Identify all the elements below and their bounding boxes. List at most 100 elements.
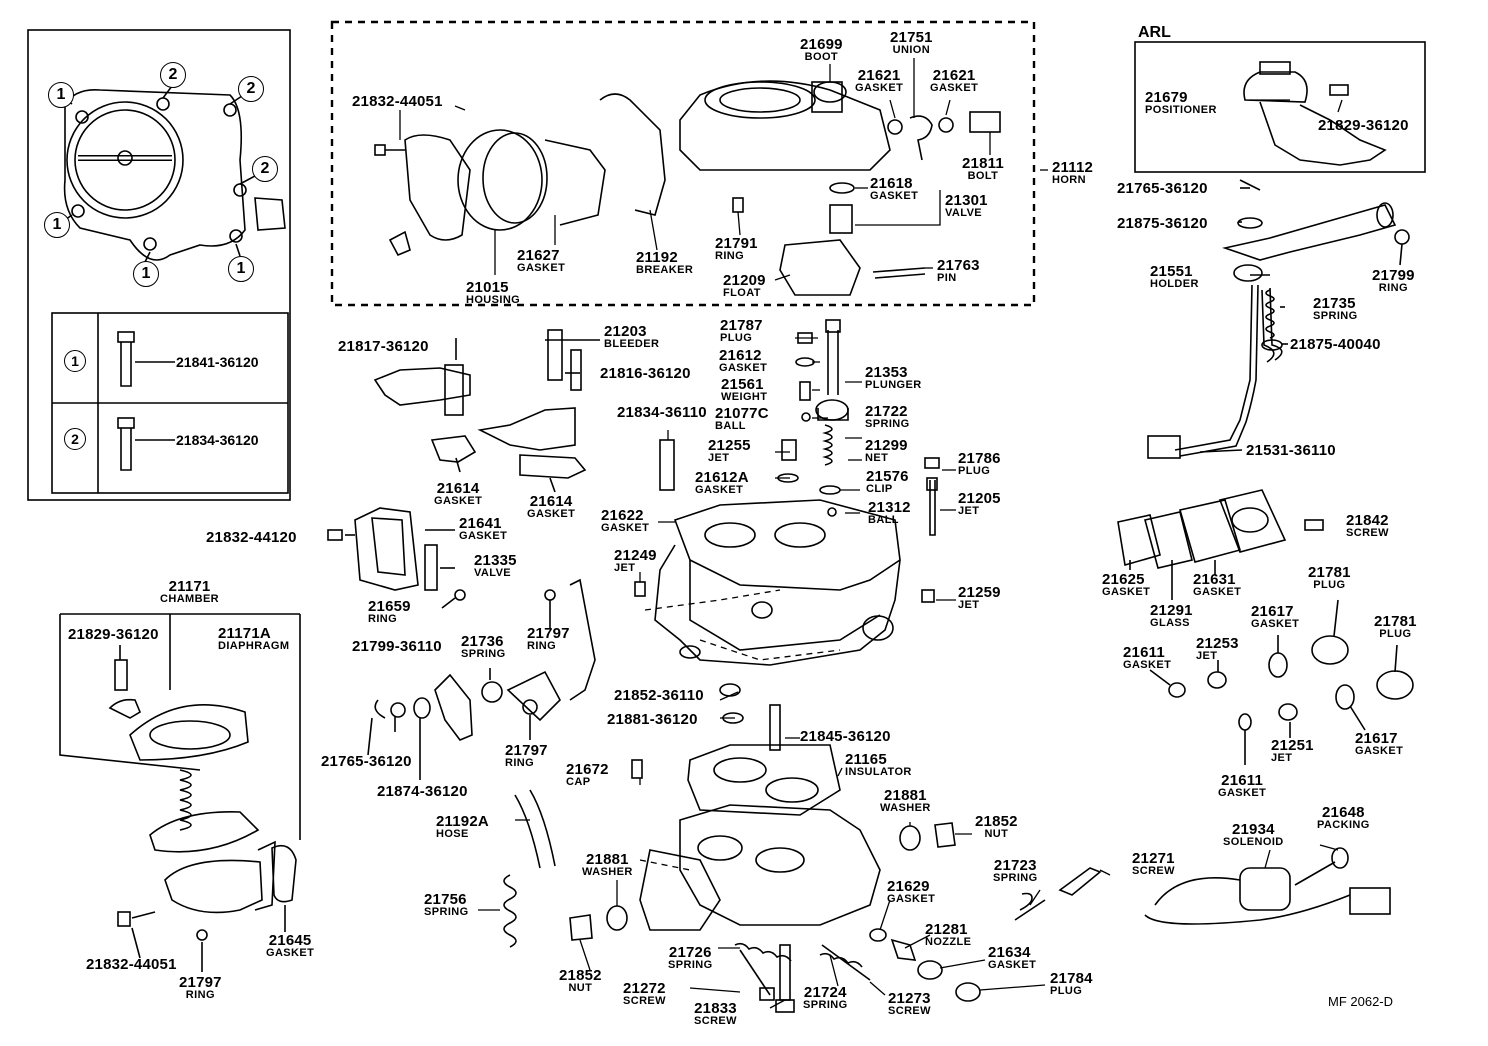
part-label: 21817-36120 [338,338,429,355]
part-label: 21875-40040 [1290,336,1381,353]
throttle-linkage-drawing [367,578,596,780]
horn-assembly-dashed-frame [330,20,1036,307]
choke-lever-drawing [1147,179,1410,459]
part-label: 21799-36110 [352,638,442,655]
index-mark-1: 1 [133,261,159,287]
part-label: 21832-44051 [352,93,443,110]
part-label: 21816-36120 [600,365,691,382]
index-mark-2: 2 [238,76,264,102]
part-label: 21875-36120 [1117,215,1208,232]
pivot-brackets-drawing [373,329,600,493]
index-mark-2: 2 [252,156,278,182]
table-mark-1: 1 [64,350,86,372]
table-mark-2: 2 [64,428,86,450]
part-label: 21832-44120 [206,529,297,546]
part-label: 21765-36120 [1117,180,1208,197]
drawing-code: MF 2062-D [1328,994,1394,1009]
part-label: 21852-36110 [614,687,704,704]
index-mark-1: 1 [228,256,254,282]
index-mark-1: 1 [48,82,74,108]
table-bolt-drawings [117,331,175,471]
sight-glass-drawing [1117,489,1414,765]
inset-frame-flange [27,29,291,501]
part-label: 21832-44051 [86,956,177,973]
part-label: 21765-36120 [321,753,412,770]
base-insulator-drawing [503,683,1391,1013]
table-part-number: 21834-36120 [176,432,259,448]
part-label: 21834-36110 [617,404,707,421]
part-label: 21531-36110 [1246,442,1336,459]
index-mark-1: 1 [44,212,70,238]
carburetor-body-drawing [634,319,940,666]
chamber-drawing [108,645,297,972]
part-label: 21829-36120 [68,626,159,643]
carburetor-leaders [639,337,956,661]
index-mark-2: 2 [160,62,186,88]
arl-frame [1134,41,1426,173]
horn-assembly-drawing [374,80,1001,296]
part-label: 21881-36120 [607,711,698,728]
positioner-drawing [1243,61,1387,166]
part-label: 21845-36120 [800,728,891,745]
part-label: 21874-36120 [377,783,468,800]
part-label: 21829-36120 [1318,117,1409,134]
